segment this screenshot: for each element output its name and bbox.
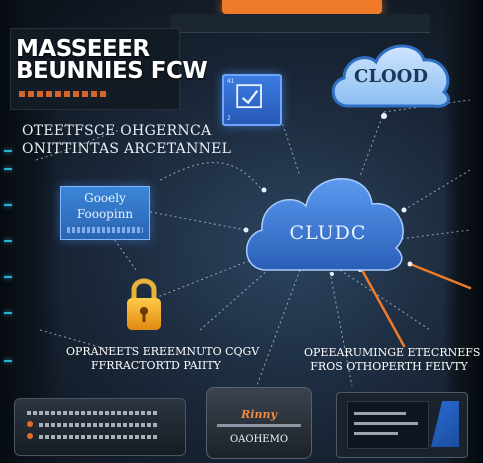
lock-icon <box>127 278 161 330</box>
cloud-icon <box>331 44 450 108</box>
device-middle: Rinny OAOHEMO <box>206 387 312 459</box>
status-panel-line-1: Gooely <box>84 191 126 205</box>
top-panel <box>170 14 430 33</box>
monitor-number-bottom: 2 <box>227 115 231 122</box>
server-rack-right <box>443 0 483 463</box>
subheadline-line-2: ONITTINTAS ARCETANNEL <box>22 141 232 157</box>
caption-left-line-2: FFRRACTORTD PAIITY <box>91 359 221 372</box>
device-label: OAOHEMO <box>229 434 289 445</box>
monitor-number-top: 41 <box>227 78 235 85</box>
device-right <box>336 392 468 458</box>
caption-right: OPEEARUMINGE ETECRNEFS FROS OTHOPERTH FE… <box>304 346 481 374</box>
status-panel-line-2: Fooopinn <box>76 207 134 221</box>
cloud-main-label: CLUDC <box>289 222 367 244</box>
top-light-bar <box>222 0 382 14</box>
cloud-top-label: CLOOD <box>354 66 428 87</box>
caption-right-line-1: OPEEARUMINGE ETECRNEFS <box>304 346 481 359</box>
caption-right-line-2: FROS OTHOPERTH FEIVTY <box>310 360 468 373</box>
device-left <box>14 398 186 456</box>
caption-left-line-1: OPRANEETS EREEMNUTO CQGV <box>66 345 260 358</box>
headline-line-1: MASSEEER <box>16 36 150 62</box>
cloud-icon <box>245 178 404 271</box>
headline-line-2: BEUNNIES FCW <box>16 58 208 84</box>
status-panel: Gooely Fooopinn <box>60 186 150 240</box>
headline: MASSEEER BEUNNIES FCW <box>16 36 208 84</box>
caption-left: OPRANEETS EREEMNUTO CQGV FFRRACTORTD PAI… <box>66 345 260 373</box>
device-brand: Rinny <box>241 408 277 421</box>
checkmark-icon <box>236 84 262 109</box>
header-backdrop <box>10 28 180 110</box>
monitor-window: 41 2 <box>222 74 282 126</box>
